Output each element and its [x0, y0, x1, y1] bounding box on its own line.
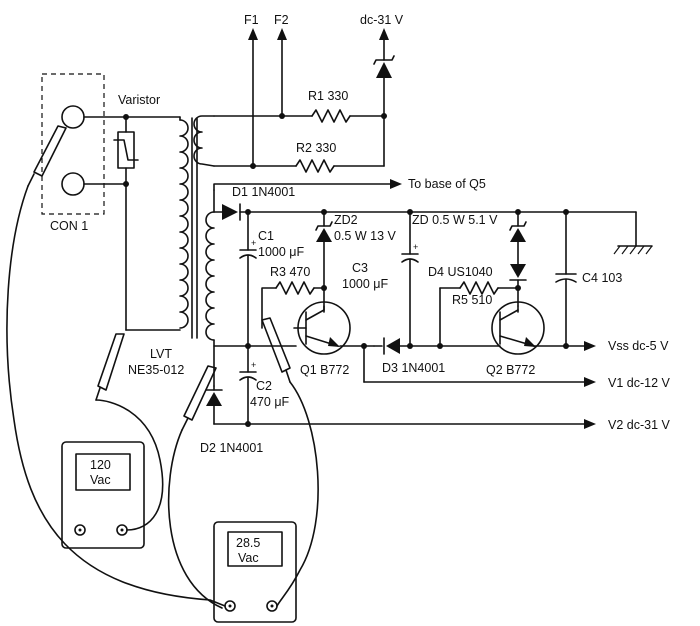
meter-28vac [213, 521, 297, 623]
f2-label: F2 [274, 13, 289, 27]
c1-label-line2: 1000 μF [258, 245, 304, 259]
d3-diode [373, 337, 501, 355]
r3-label: R3 470 [270, 265, 310, 279]
q2-transistor [491, 301, 545, 355]
c3-capacitor: + [401, 211, 419, 347]
vss-output-line [533, 341, 596, 351]
transformer-core [191, 117, 198, 339]
c2-label-line1: C2 [256, 379, 272, 393]
meter2-value: 28.5 [236, 536, 260, 550]
zd-label: ZD 0.5 W 5.1 V [412, 213, 498, 227]
con1-label: CON 1 [50, 219, 88, 233]
f1-label: F1 [244, 13, 259, 27]
to-base-q5-line [213, 179, 402, 191]
to-base-q5-label: To base of Q5 [408, 177, 486, 191]
c2-capacitor: + [239, 345, 257, 425]
r5-resistor [439, 281, 519, 347]
secondary-coil-lower [205, 189, 215, 387]
r3-resistor [261, 281, 327, 329]
probe-con1 [6, 125, 226, 607]
ground-symbol [613, 211, 653, 255]
r5-label: R5 510 [452, 293, 492, 307]
c1-capacitor: + [239, 211, 257, 347]
lvt-label-line2: NE35-012 [128, 363, 184, 377]
c1-plus: + [251, 238, 256, 248]
d4-label: D4 US1040 [428, 265, 493, 279]
v2-output-line [213, 419, 596, 429]
probe-varistor [95, 333, 164, 531]
r1-resistor [279, 109, 387, 123]
v2-label: V2 dc-31 V [608, 418, 671, 432]
dc31-top-label: dc-31 V [360, 13, 404, 27]
varistor [113, 116, 139, 331]
d1-label: D1 1N4001 [232, 185, 295, 199]
probe-q1-base [261, 317, 319, 607]
r1-label: R1 330 [308, 89, 348, 103]
meter2-unit: Vac [238, 551, 259, 565]
top-zener-diode [373, 28, 395, 167]
d4-diode [509, 264, 527, 307]
zd-zener [509, 211, 527, 265]
d3-label: D3 1N4001 [382, 361, 445, 375]
con1-box [41, 73, 105, 215]
d2-label: D2 1N4001 [200, 441, 263, 455]
r2-label: R2 330 [296, 141, 336, 155]
probe-d2 [167, 365, 223, 609]
c3-plus: + [413, 242, 418, 252]
c4-label: C4 103 [582, 271, 622, 285]
c2-plus: + [251, 360, 256, 370]
con1-terminal-2 [61, 172, 85, 196]
d1-diode [213, 203, 241, 221]
transformer-primary-coil [179, 116, 189, 329]
r2-resistor [250, 159, 385, 173]
meter-120vac [61, 441, 145, 549]
secondary-coil-top [193, 115, 283, 167]
zd2-label-line1: ZD2 [334, 213, 358, 227]
q2-label: Q2 B772 [486, 363, 535, 377]
zd2-label-line2: 0.5 W 13 V [334, 229, 396, 243]
con1-terminal-1 [61, 105, 85, 129]
meter1-unit: Vac [90, 473, 111, 487]
varistor-label: Varistor [118, 93, 160, 107]
v1-output-line [363, 345, 596, 387]
meter1-value: 120 [90, 458, 111, 472]
q1-label: Q1 B772 [300, 363, 349, 377]
f2-terminal [277, 28, 287, 117]
lvt-label-line1: LVT [150, 347, 172, 361]
f1-terminal [248, 28, 258, 167]
zd2-zener [315, 211, 333, 311]
c3-label-line2: 1000 μF [342, 277, 388, 291]
q1-transistor [293, 301, 351, 355]
v1-label: V1 dc-12 V [608, 376, 671, 390]
vss-label: Vss dc-5 V [608, 339, 669, 353]
d2-diode [205, 385, 223, 425]
c3-label-line1: C3 [352, 261, 368, 275]
c1-label-line1: C1 [258, 229, 274, 243]
c4-capacitor [555, 211, 577, 347]
c2-label-line2: 470 μF [250, 395, 290, 409]
